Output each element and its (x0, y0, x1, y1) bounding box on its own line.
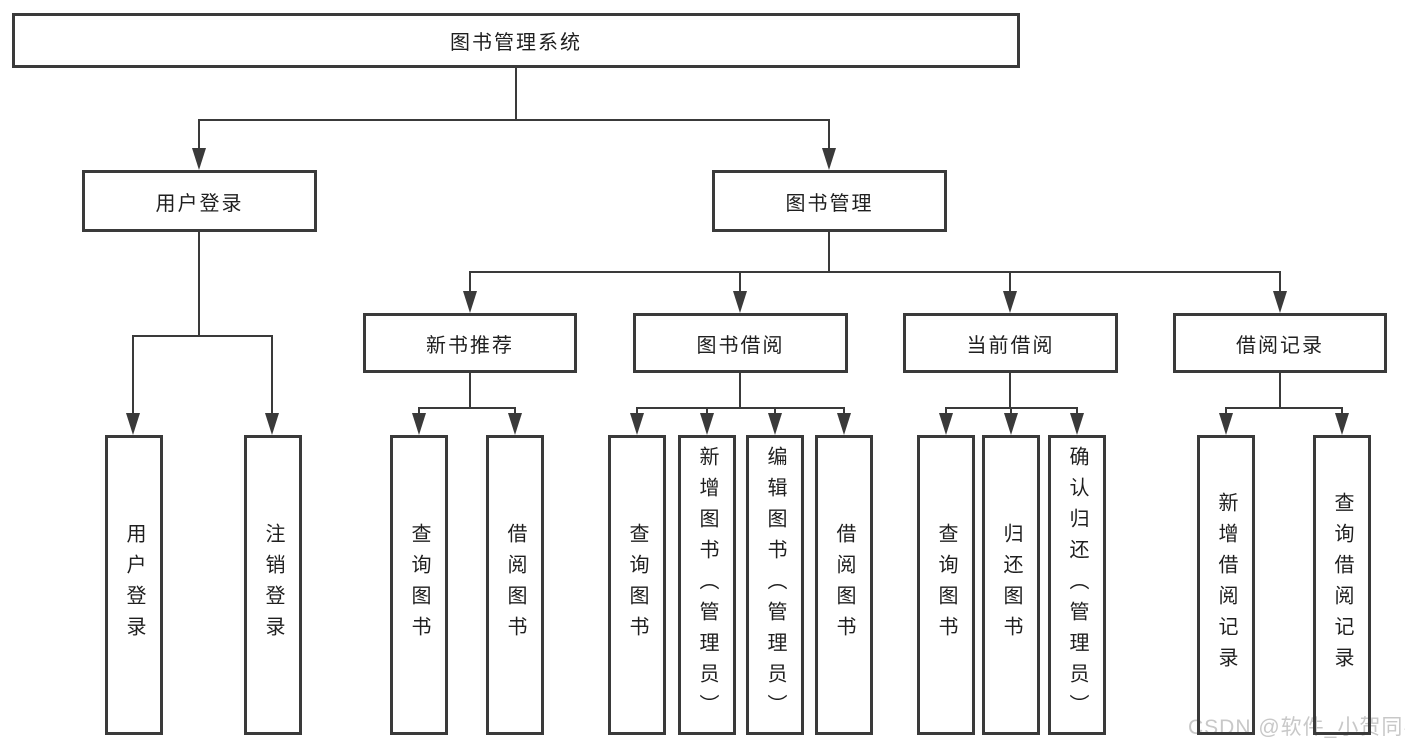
connector-drop-leaf (514, 407, 516, 415)
connector-new-book-stem (469, 373, 471, 408)
connector-drop-leaf (1076, 407, 1078, 415)
arrow-down-icon (630, 413, 644, 435)
connector-drop-leaf (774, 407, 776, 415)
arrow-down-icon (768, 413, 782, 435)
connector-user-login-stem (198, 232, 200, 336)
arrow-down-icon (1273, 291, 1287, 313)
arrow-down-icon (1335, 413, 1349, 435)
leaf-add-book-admin-label: 新增图书（管理员） (696, 445, 718, 725)
leaf-user-login-label: 用户登录 (123, 523, 145, 647)
connector-drop-leaf (945, 407, 947, 415)
connector-drop-leaf (1010, 407, 1012, 415)
connector-current-borrow-stem (1009, 373, 1011, 408)
connector-root-rail (198, 119, 830, 121)
leaf-user-login: 用户登录 (105, 435, 163, 735)
leaf-query-borrow-record-label: 查询借阅记录 (1331, 492, 1353, 678)
arrow-down-icon (1070, 413, 1084, 435)
connector-drop-level3 (1279, 271, 1281, 293)
leaf-add-borrow-record-label: 新增借阅记录 (1215, 492, 1237, 678)
connector-borrow-records-rail (1225, 407, 1343, 409)
node-book-borrow: 图书借阅 (633, 313, 848, 373)
leaf-borrow-books-1: 借阅图书 (486, 435, 544, 735)
leaf-edit-book-admin: 编辑图书（管理员） (746, 435, 804, 735)
connector-drop-leaf (1225, 407, 1227, 415)
leaf-borrow-books-2-label: 借阅图书 (833, 523, 855, 647)
leaf-query-books-2: 查询图书 (608, 435, 666, 735)
connector-drop-level3 (739, 271, 741, 293)
node-user-login: 用户登录 (82, 170, 317, 232)
leaf-add-book-admin: 新增图书（管理员） (678, 435, 736, 735)
node-root-label: 图书管理系统 (450, 32, 582, 54)
node-book-borrow-label: 图书借阅 (696, 334, 785, 357)
leaf-query-borrow-record: 查询借阅记录 (1313, 435, 1371, 735)
leaf-borrow-books-2: 借阅图书 (815, 435, 873, 735)
connector-book-borrow-rail (636, 407, 845, 409)
arrow-down-icon (1219, 413, 1233, 435)
node-current-borrow: 当前借阅 (903, 313, 1118, 373)
arrow-down-icon (939, 413, 953, 435)
connector-drop-leaf (132, 335, 134, 415)
connector-drop-leaf (636, 407, 638, 415)
leaf-query-books-2-label: 查询图书 (626, 523, 648, 647)
arrow-down-icon (1004, 413, 1018, 435)
node-user-login-label: 用户登录 (155, 192, 244, 215)
connector-root-stem (515, 68, 517, 120)
leaf-logout-label: 注销登录 (262, 523, 284, 647)
node-borrow-records-label: 借阅记录 (1236, 334, 1324, 357)
arrow-down-icon (463, 291, 477, 313)
connector-drop-level3 (469, 271, 471, 293)
arrow-down-icon (192, 148, 206, 170)
arrow-down-icon (1003, 291, 1017, 313)
connector-user-login-rail (132, 335, 273, 337)
connector-drop-leaf (271, 335, 273, 415)
node-book-management-label: 图书管理 (785, 192, 874, 215)
connector-new-book-rail (418, 407, 516, 409)
connector-drop-book-management (828, 119, 830, 150)
connector-borrow-records-stem (1279, 373, 1281, 408)
csdn-watermark: CSDN @软件_小贺同学 (1188, 716, 1405, 739)
arrow-down-icon (822, 148, 836, 170)
leaf-query-books-1-label: 查询图书 (408, 523, 430, 647)
leaf-logout: 注销登录 (244, 435, 302, 735)
connector-drop-leaf (418, 407, 420, 415)
arrow-down-icon (265, 413, 279, 435)
leaf-edit-book-admin-label: 编辑图书（管理员） (764, 445, 786, 725)
leaf-query-books-3-label: 查询图书 (935, 523, 957, 647)
connector-book-management-stem (828, 232, 830, 272)
node-book-management: 图书管理 (712, 170, 947, 232)
connector-drop-level3 (1009, 271, 1011, 293)
arrow-down-icon (508, 413, 522, 435)
node-new-book-recommend: 新书推荐 (363, 313, 577, 373)
arrow-down-icon (126, 413, 140, 435)
leaf-confirm-return-admin-label: 确认归还（管理员） (1066, 445, 1088, 725)
leaf-query-books-1: 查询图书 (390, 435, 448, 735)
connector-drop-leaf (843, 407, 845, 415)
connector-book-management-rail (469, 271, 1281, 273)
connector-drop-leaf (706, 407, 708, 415)
leaf-borrow-books-1-label: 借阅图书 (504, 523, 526, 647)
leaf-query-books-3: 查询图书 (917, 435, 975, 735)
node-new-book-recommend-label: 新书推荐 (426, 334, 514, 357)
connector-book-borrow-stem (739, 373, 741, 408)
node-current-borrow-label: 当前借阅 (966, 334, 1055, 357)
leaf-return-book-label: 归还图书 (1000, 523, 1022, 647)
node-borrow-records: 借阅记录 (1173, 313, 1387, 373)
arrow-down-icon (837, 413, 851, 435)
connector-drop-user-login (198, 119, 200, 150)
arrow-down-icon (733, 291, 747, 313)
node-root: 图书管理系统 (12, 13, 1020, 68)
arrow-down-icon (700, 413, 714, 435)
leaf-confirm-return-admin: 确认归还（管理员） (1048, 435, 1106, 735)
arrow-down-icon (412, 413, 426, 435)
connector-drop-leaf (1341, 407, 1343, 415)
leaf-add-borrow-record: 新增借阅记录 (1197, 435, 1255, 735)
leaf-return-book: 归还图书 (982, 435, 1040, 735)
